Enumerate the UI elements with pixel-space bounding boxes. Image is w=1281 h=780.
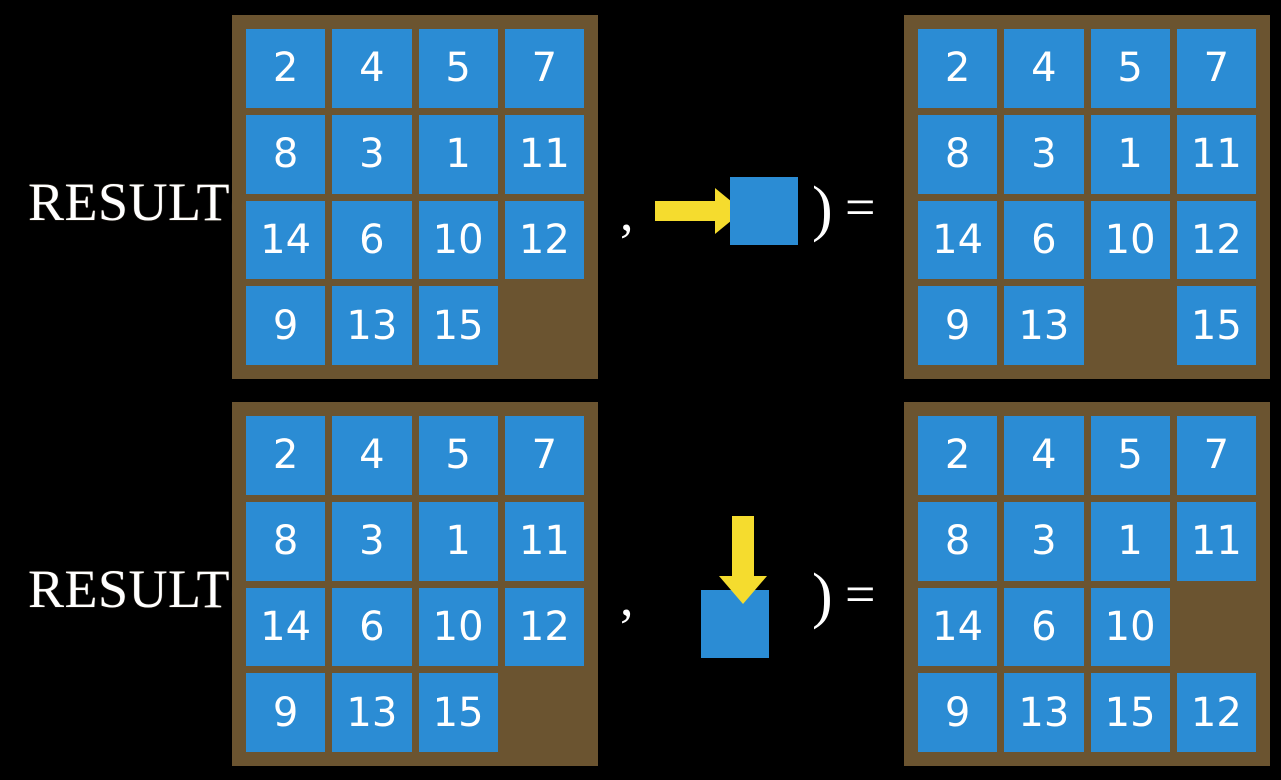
result-label-row-1: RESULT( [28, 172, 249, 232]
tile-8[interactable]: 8 [246, 114, 326, 194]
arrow-down-icon [719, 516, 767, 604]
tile-9[interactable]: 9 [246, 673, 326, 752]
tile-11[interactable]: 11 [1176, 501, 1256, 581]
tile-5[interactable]: 5 [1090, 416, 1170, 495]
tile-12[interactable]: 12 [1176, 200, 1256, 280]
tile-4[interactable]: 4 [1004, 29, 1084, 108]
comma-separator-row-2: , [620, 567, 634, 627]
tile-blank [505, 673, 584, 752]
tile-10[interactable]: 10 [418, 200, 498, 280]
tile-2[interactable]: 2 [918, 29, 998, 108]
tile-12[interactable]: 12 [504, 587, 584, 667]
tile-11[interactable]: 11 [504, 501, 584, 581]
tile-5[interactable]: 5 [418, 416, 498, 495]
tile-11[interactable]: 11 [1176, 114, 1256, 194]
equals-sign-row-1: = [845, 177, 876, 237]
tile-2[interactable]: 2 [246, 29, 326, 108]
tile-4[interactable]: 4 [332, 416, 412, 495]
tile-6[interactable]: 6 [332, 587, 412, 667]
tile-14[interactable]: 14 [918, 587, 998, 667]
close-paren-row-2: ) [812, 562, 833, 630]
tile-12[interactable]: 12 [1176, 673, 1256, 752]
tile-9[interactable]: 9 [918, 673, 998, 752]
tile-7[interactable]: 7 [1176, 29, 1256, 108]
tile-5[interactable]: 5 [418, 29, 498, 108]
tile-7[interactable]: 7 [1176, 416, 1256, 495]
tile-blank [505, 286, 584, 365]
tile-8[interactable]: 8 [246, 501, 326, 581]
tile-8[interactable]: 8 [918, 114, 998, 194]
tile-15[interactable]: 15 [418, 286, 498, 365]
tile-13[interactable]: 13 [1004, 286, 1084, 365]
tile-14[interactable]: 14 [246, 587, 326, 667]
tile-7[interactable]: 7 [504, 416, 584, 495]
tile-1[interactable]: 1 [1090, 114, 1170, 194]
tile-3[interactable]: 3 [1004, 501, 1084, 581]
tile-10[interactable]: 10 [1090, 587, 1170, 667]
tile-10[interactable]: 10 [1090, 200, 1170, 280]
tile-9[interactable]: 9 [918, 286, 998, 365]
tile-10[interactable]: 10 [418, 587, 498, 667]
tile-2[interactable]: 2 [246, 416, 326, 495]
tile-3[interactable]: 3 [332, 501, 412, 581]
tile-14[interactable]: 14 [246, 200, 326, 280]
tile-7[interactable]: 7 [504, 29, 584, 108]
tile-12[interactable]: 12 [504, 200, 584, 280]
tile-blank [1177, 588, 1256, 667]
tile-4[interactable]: 4 [1004, 416, 1084, 495]
tile-9[interactable]: 9 [246, 286, 326, 365]
tile-1[interactable]: 1 [1090, 501, 1170, 581]
tile-5[interactable]: 5 [1090, 29, 1170, 108]
comma-separator-row-1: , [620, 182, 634, 242]
move-tile-square-row-1[interactable] [730, 177, 798, 245]
tile-1[interactable]: 1 [418, 114, 498, 194]
arrow-right-icon [655, 188, 743, 234]
tile-6[interactable]: 6 [332, 200, 412, 280]
tile-11[interactable]: 11 [504, 114, 584, 194]
tile-3[interactable]: 3 [1004, 114, 1084, 194]
tile-15[interactable]: 15 [1090, 673, 1170, 752]
tile-14[interactable]: 14 [918, 200, 998, 280]
tile-3[interactable]: 3 [332, 114, 412, 194]
tile-13[interactable]: 13 [332, 286, 412, 365]
tile-2[interactable]: 2 [918, 416, 998, 495]
tile-6[interactable]: 6 [1004, 587, 1084, 667]
tile-13[interactable]: 13 [1004, 673, 1084, 752]
tile-4[interactable]: 4 [332, 29, 412, 108]
tile-blank [1091, 286, 1170, 365]
tile-15[interactable]: 15 [418, 673, 498, 752]
tile-1[interactable]: 1 [418, 501, 498, 581]
tile-13[interactable]: 13 [332, 673, 412, 752]
tile-15[interactable]: 15 [1176, 286, 1256, 365]
tile-6[interactable]: 6 [1004, 200, 1084, 280]
tile-8[interactable]: 8 [918, 501, 998, 581]
result-label-row-2: RESULT( [28, 559, 249, 619]
equals-sign-row-2: = [845, 564, 876, 624]
move-tile-square-row-2[interactable] [701, 590, 769, 658]
close-paren-row-1: ) [812, 175, 833, 243]
